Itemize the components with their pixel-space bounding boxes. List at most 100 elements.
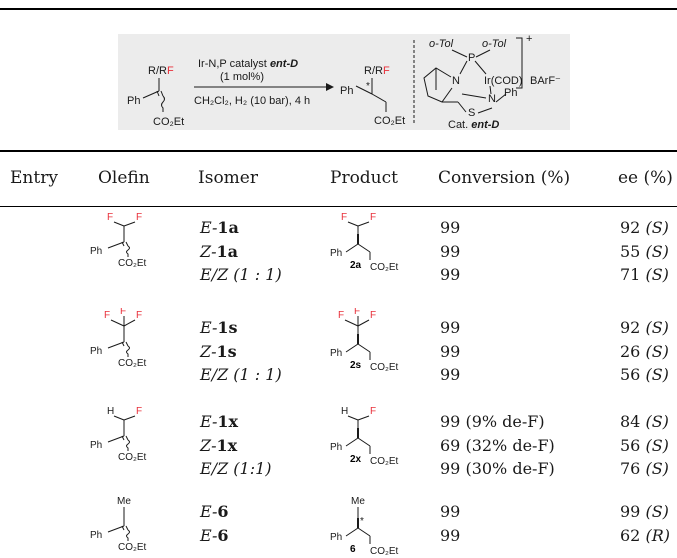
olefin-co2et: CO₂Et: [118, 452, 147, 463]
ee-configuration: (S): [645, 365, 669, 384]
ee-cell: 56 (S): [620, 436, 669, 455]
svg-text:Ir(COD): Ir(COD): [484, 75, 523, 87]
catalyst-loading: (1 mol%): [220, 71, 264, 83]
isomer-compound: 6: [217, 502, 229, 521]
ee-configuration: (S): [645, 502, 669, 521]
isomer-cell: Z-1a: [200, 242, 238, 261]
ee-cell: 76 (S): [620, 459, 669, 478]
header-entry: Entry: [10, 168, 58, 188]
substituent-label: H: [107, 406, 114, 417]
ee-configuration: (S): [645, 412, 669, 431]
isomer-cell: E/Z (1 : 1): [200, 265, 282, 284]
product-r-label: R/RF: [364, 65, 390, 77]
ee-cell: 55 (S): [620, 242, 669, 261]
olefin-ph: Ph: [90, 346, 102, 357]
ee-value: 92: [620, 218, 646, 237]
conversion-cell: 99: [440, 218, 461, 237]
header-conversion: Conversion (%): [438, 168, 571, 188]
counter-ion: BArF⁻: [530, 75, 561, 87]
catalyst-structure: o-Tol o-Tol P N Ir(COD) S N Ph: [423, 38, 523, 130]
compound-label: 6: [350, 544, 356, 555]
catalyst-line: Ir-N,P catalyst ent-D: [198, 58, 298, 70]
isomer-prefix: Z-: [200, 341, 217, 361]
svg-text:*: *: [366, 81, 370, 92]
ee-configuration: (S): [645, 265, 669, 284]
isomer-prefix: E-: [200, 525, 218, 545]
ee-configuration: (S): [645, 318, 669, 337]
scheme-product-structure: R/RF * Ph CO₂Et: [340, 65, 405, 127]
isomer-prefix: E/Z (1:1): [200, 459, 272, 478]
svg-text:Ph: Ph: [504, 87, 517, 99]
isomer-cell: E-6: [200, 502, 229, 521]
isomer-compound: 1s: [217, 318, 238, 337]
ee-value: 99: [620, 502, 646, 521]
isomer-prefix: E-: [200, 502, 218, 521]
isomer-compound: 1s: [216, 341, 237, 361]
compound-label: 2s: [350, 360, 362, 371]
conversion-cell: 99: [440, 241, 461, 261]
compound-label: 2a: [350, 260, 362, 271]
product-ph: Ph: [330, 442, 342, 453]
ee-configuration: (S): [645, 218, 669, 237]
ee-cell: 84 (S): [620, 412, 669, 431]
isomer-prefix: E/Z (1 : 1): [200, 365, 282, 384]
olefin-ph: Ph: [90, 440, 102, 451]
product-co2et: CO₂Et: [370, 362, 399, 373]
fluorine-label: F: [370, 406, 376, 417]
isomer-compound: 1a: [217, 218, 239, 237]
conversion-cell: 99: [440, 525, 461, 545]
fluorine-label: F: [136, 212, 142, 223]
conversion-cell: 69 (32% de-F): [440, 435, 555, 455]
conversion-cell: 99 (9% de-F): [440, 412, 545, 431]
svg-text:P: P: [468, 52, 475, 64]
isomer-cell: E-1s: [200, 318, 238, 337]
ee-configuration: (S): [645, 241, 669, 261]
svg-text:N: N: [488, 93, 496, 105]
substituent-label: F: [341, 212, 347, 223]
reactant-ph: Ph: [127, 95, 140, 107]
reactant-r-label: R/RF: [148, 65, 174, 77]
ee-cell: 92 (S): [620, 318, 669, 337]
header-product: Product: [330, 168, 398, 188]
svg-text:N: N: [452, 75, 460, 87]
substituent-label: Me: [117, 496, 131, 507]
isomer-prefix: E-: [200, 412, 218, 431]
substituent-label: Me: [351, 496, 365, 507]
isomer-compound: 6: [217, 525, 229, 545]
ee-cell: 26 (S): [620, 342, 669, 361]
isomer-cell: E-1x: [200, 412, 238, 431]
stereocenter-star: *: [360, 516, 364, 527]
reaction-scheme: R/RF Ph CO₂Et Ir-N,P catalyst ent-D (1 m…: [118, 34, 570, 130]
isomer-cell: E/Z (1 : 1): [200, 365, 282, 384]
product-co2et: CO₂Et: [374, 115, 405, 127]
isomer-cell: E/Z (1:1): [200, 459, 272, 478]
fluorine-label: F: [370, 212, 376, 223]
isomer-compound: 1x: [216, 435, 238, 455]
ee-value: 56: [620, 435, 646, 455]
ee-cell: 56 (S): [620, 365, 669, 384]
substituent-label: H: [341, 406, 348, 417]
ee-configuration: (R): [645, 525, 670, 545]
fluorine-label: F: [338, 310, 344, 321]
conversion-cell: 99 (30% de-F): [440, 459, 555, 478]
fluorine-label: F: [120, 308, 126, 317]
isomer-cell: E-6: [200, 526, 229, 545]
ee-value: 56: [620, 365, 646, 384]
isomer-cell: Z-1s: [200, 342, 237, 361]
ee-value: 84: [620, 412, 646, 431]
olefin-co2et: CO₂Et: [118, 542, 147, 553]
reactant-co2et: CO₂Et: [153, 116, 184, 128]
charge-plus: +: [526, 34, 532, 45]
ee-value: 26: [620, 341, 646, 361]
svg-text:o-Tol: o-Tol: [429, 38, 454, 50]
conversion-cell: 99: [440, 318, 461, 337]
product-co2et: CO₂Et: [370, 456, 399, 467]
olefin-ph: Ph: [90, 530, 102, 541]
olefin-co2et: CO₂Et: [118, 258, 147, 269]
svg-text:o-Tol: o-Tol: [482, 38, 507, 50]
